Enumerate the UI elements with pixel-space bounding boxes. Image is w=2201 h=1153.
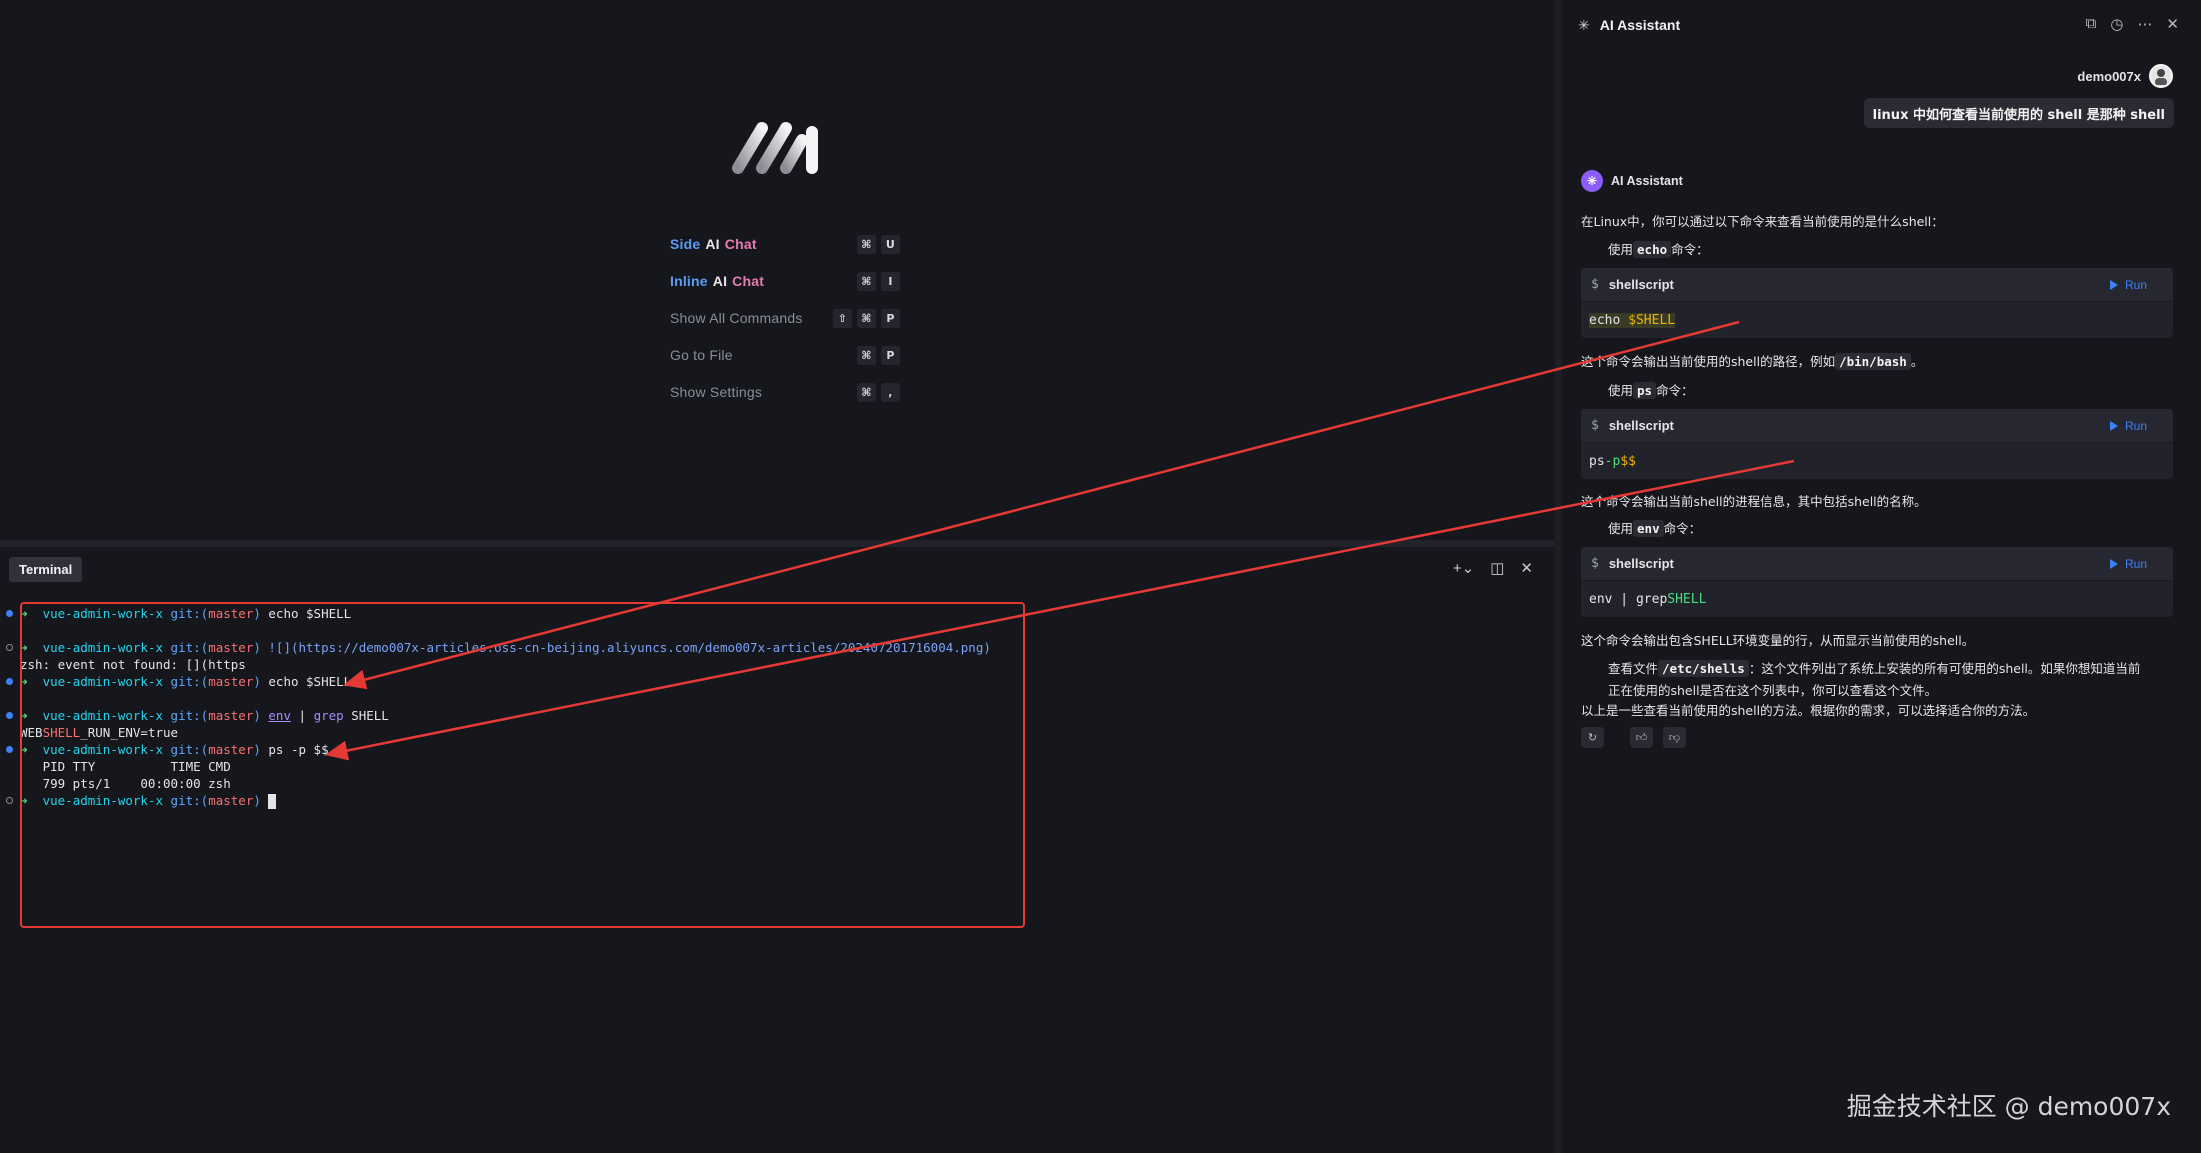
more-icon[interactable]: ⋯ (2137, 16, 2153, 33)
shortcut-label: Side (670, 236, 701, 252)
play-icon (2109, 279, 2118, 290)
code-content[interactable]: echo $SHELL (1589, 312, 1676, 328)
shortcut-go-to-file[interactable]: Go to File ⌘P (670, 343, 900, 367)
code-language: shellscript (1608, 418, 1674, 433)
command-key: ⌘ (857, 234, 876, 254)
bot-name: AI Assistant (1611, 174, 1683, 188)
code-block: $ shellscript Run ps -p $$ (1581, 409, 2173, 479)
shortcut-label: Show Settings (670, 384, 763, 400)
sidebar-resize-handle[interactable] (1555, 0, 1562, 1153)
app-logo-icon (732, 122, 818, 174)
run-button[interactable]: Run (2109, 278, 2147, 292)
key: U (881, 234, 900, 254)
terminal-cursor (268, 794, 277, 809)
shortcut-label: Chat (724, 236, 757, 252)
command-status-dot (6, 797, 13, 804)
key: P (881, 308, 900, 328)
command-status-dot (6, 610, 13, 617)
answer-intro: 在Linux中，你可以通过以下命令来查看当前使用的是什么shell： (1581, 214, 1944, 229)
shortcut-label: Show All Commands (670, 310, 803, 326)
thumbs-up-icon[interactable]: 👍︎ (1630, 727, 1653, 748)
terminal-panel: Terminal +⌄ ◫ ✕ ➜ vue-admin-work-x git:(… (0, 547, 1555, 1153)
command-status-dot (6, 644, 13, 651)
user-message: linux 中如何查看当前使用的 shell 是那种 shell (1863, 98, 2174, 128)
key: , (881, 382, 900, 402)
play-icon (2109, 420, 2118, 431)
regenerate-icon[interactable]: ↻ (1581, 727, 1604, 748)
ai-assistant-panel: ✳ AI Assistant ⧉ ◷ ⋯ ✕ demo007x linux 中如… (1562, 0, 2201, 1153)
answer-step-continued: 正在使用的shell是否在这个列表中，你可以查看这个文件。 (1608, 683, 1938, 698)
code-content[interactable]: ps -p $$ (1589, 453, 1636, 469)
shortcut-label: AI (705, 236, 720, 252)
code-content[interactable]: env | grep SHELL (1589, 591, 1707, 607)
code-language: shellscript (1608, 277, 1674, 292)
thumbs-down-icon[interactable]: 👎︎ (1663, 727, 1686, 748)
answer-description: 这个命令会输出当前使用的shell的路径，例如/bin/bash。 (1581, 353, 1924, 370)
new-chat-icon[interactable]: ⧉ (2085, 15, 2097, 32)
add-terminal-icon[interactable]: +⌄ (1452, 560, 1475, 577)
assistant-title: AI Assistant (1599, 17, 1681, 33)
key: I (881, 271, 900, 291)
terminal-controls: +⌄ ◫ ✕ (1453, 559, 1533, 577)
feedback-actions: ↻ 👍︎ 👎︎ (1581, 727, 1686, 748)
shortcut-label: Chat (732, 273, 765, 289)
run-button[interactable]: Run (2109, 557, 2147, 571)
avatar (2149, 64, 2173, 88)
shortcut-show-settings[interactable]: Show Settings ⌘, (670, 380, 900, 404)
command-key: ⌘ (857, 382, 876, 402)
answer-step: 查看文件/etc/shells：这个文件列出了系统上安装的所有可使用的shell… (1608, 660, 2141, 677)
assistant-header: ✳ AI Assistant ⧉ ◷ ⋯ ✕ (1562, 0, 2201, 50)
answer-conclusion: 以上是一些查看当前使用的shell的方法。根据你的需求，可以选择适合你的方法。 (1581, 703, 2036, 718)
answer-description: 这个命令会输出当前shell的进程信息，其中包括shell的名称。 (1581, 494, 1927, 509)
command-status-dot (6, 746, 13, 753)
terminal-icon: $ (1591, 556, 1599, 571)
run-button[interactable]: Run (2109, 419, 2147, 433)
user-header: demo007x (2077, 64, 2173, 88)
command-status-dot (6, 678, 13, 685)
terminal-icon: $ (1591, 277, 1599, 292)
close-icon[interactable]: ✕ (1520, 560, 1533, 577)
shortcut-show-all-commands[interactable]: Show All Commands ⇧⌘P (670, 306, 900, 330)
tab-terminal[interactable]: Terminal (9, 557, 83, 582)
shortcut-label: AI (712, 273, 728, 289)
code-block: $ shellscript Run env | grep SHELL (1581, 547, 2173, 617)
history-icon[interactable]: ◷ (2110, 16, 2124, 33)
shortcut-label: Go to File (670, 347, 733, 363)
command-key: ⌘ (857, 345, 876, 365)
code-block: $ shellscript Run echo $SHELL (1581, 268, 2173, 338)
assistant-avatar-icon: ✳ (1581, 170, 1603, 192)
play-icon (2109, 558, 2118, 569)
username: demo007x (2077, 68, 2141, 84)
command-key: ⌘ (857, 308, 876, 328)
key: P (881, 345, 900, 365)
code-language: shellscript (1608, 556, 1674, 571)
close-icon[interactable]: ✕ (2166, 16, 2179, 33)
sparkle-icon: ✳ (1578, 16, 1590, 33)
shift-key: ⇧ (833, 308, 852, 328)
command-status-dot (6, 712, 13, 719)
terminal-icon: $ (1591, 418, 1599, 433)
answer-description: 这个命令会输出包含SHELL环境变量的行，从而显示当前使用的shell。 (1581, 633, 1975, 648)
split-terminal-icon[interactable]: ◫ (1490, 560, 1505, 577)
bot-header: ✳ AI Assistant (1581, 170, 1683, 192)
watermark: 掘金技术社区 @ demo007x (1846, 1092, 2171, 1121)
shortcut-label: Inline (670, 273, 708, 289)
panel-resize-handle[interactable] (0, 540, 1555, 547)
command-key: ⌘ (857, 271, 876, 291)
